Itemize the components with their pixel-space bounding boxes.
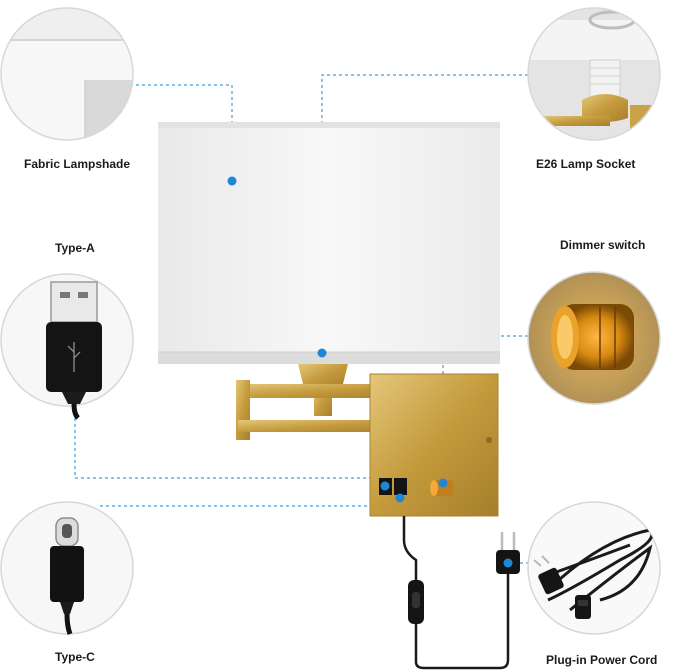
callout-dot-socket (317, 348, 327, 358)
socket-circle-border (527, 7, 661, 141)
callout-dot-dimmer (438, 478, 448, 488)
label-type-a: Type-A (55, 241, 95, 255)
lamp-socket (298, 364, 348, 388)
callout-dot-power-cord (503, 558, 513, 568)
callout-line-type-c (100, 498, 401, 507)
usb-port-type-c (394, 478, 407, 495)
callout-dot-type-a (380, 481, 390, 491)
socket-detail-circle (528, 8, 660, 140)
label-dimmer-switch: Dimmer switch (560, 238, 646, 252)
lampshade-detail-circle (1, 8, 133, 140)
label-fabric-lampshade: Fabric Lampshade (24, 157, 131, 171)
power-plug-icon (533, 555, 591, 619)
dimmer-circle-border (527, 271, 661, 405)
dimmer-knob (432, 480, 454, 496)
callout-dot-type-c (395, 493, 405, 503)
usb-c-plug-icon (50, 517, 84, 635)
lamp-shade (158, 122, 500, 364)
wall-lamp (158, 122, 520, 670)
label-e26-lamp-socket: E26 Lamp Socket (536, 157, 636, 171)
lampshade-circle-border (0, 7, 134, 141)
power-cord-circle-border (527, 501, 661, 635)
callout-dots (227, 176, 513, 568)
dimmer-knob-icon (551, 304, 634, 370)
label-type-c: Type-C (55, 650, 95, 664)
usb-a-plug-icon (46, 281, 102, 420)
power-cord (402, 516, 418, 580)
callout-dot-lampshade (227, 176, 237, 186)
label-plug-in-power-cord: Plug-in Power Cord (546, 653, 658, 667)
swing-arm (236, 384, 412, 398)
callout-line-lampshade (130, 84, 233, 180)
